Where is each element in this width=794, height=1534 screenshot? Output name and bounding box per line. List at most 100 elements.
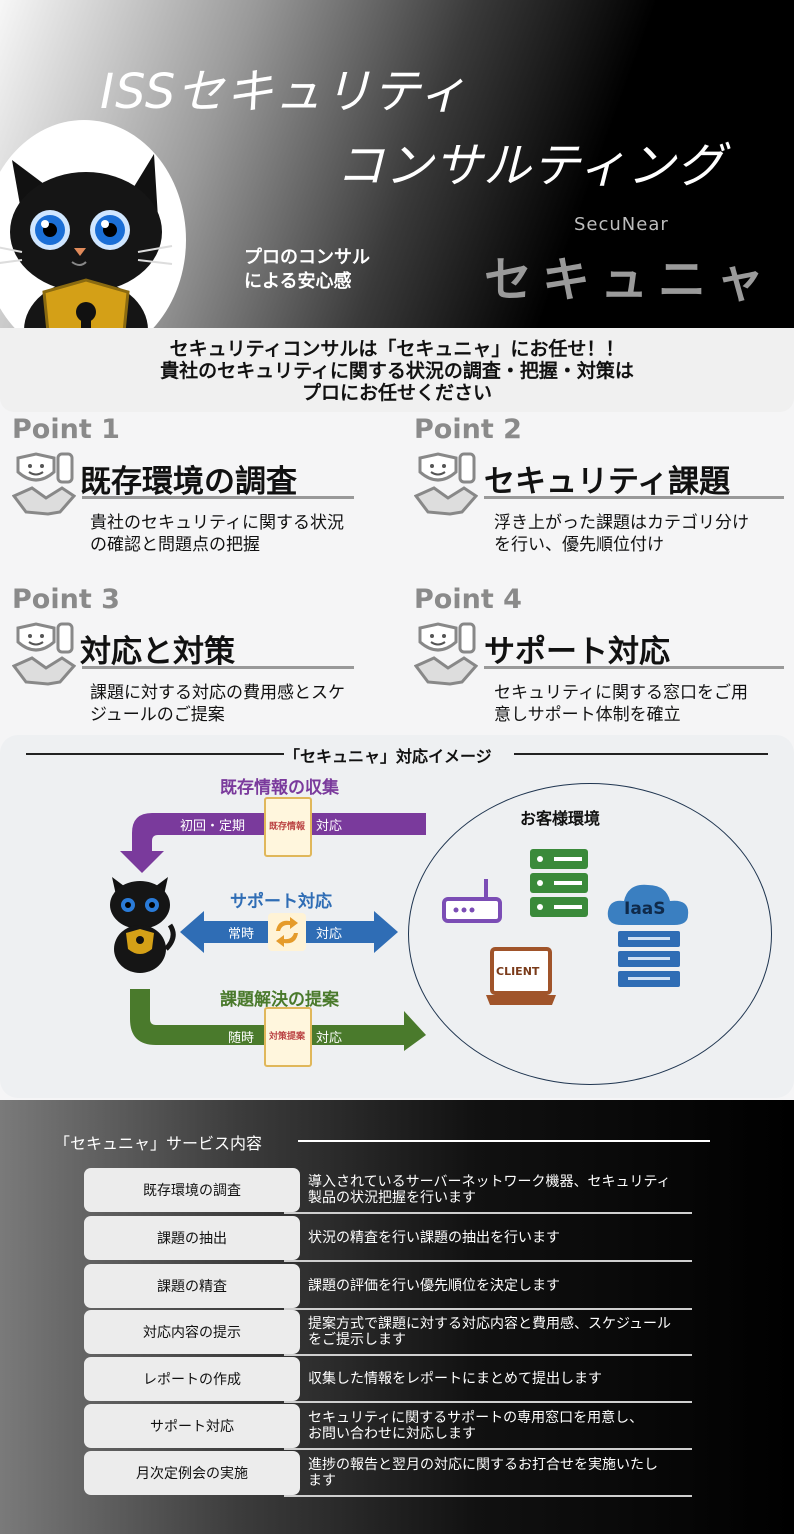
banner-line1: セキュリティコンサルは「セキュニャ」にお任せ！！	[169, 338, 625, 360]
customer-environment-circle	[408, 783, 772, 1085]
service-description: セキュリティに関するサポートの専用窓口を用意し、お問い合わせに対応します	[308, 1404, 692, 1448]
point-desc-line2: を行い、優先順位付け	[494, 535, 664, 555]
client-label: CLIENT	[496, 965, 540, 978]
service-desc-line1: 状況の精査を行い課題の抽出を行います	[308, 1230, 560, 1246]
point-title: セキュリティ課題	[484, 464, 731, 500]
point-divider	[82, 496, 354, 499]
heading-rule-right	[514, 753, 768, 755]
point-card: Point 1 既存環境の調査 貴社のセキュリティに関する状況 の確認と問題点の…	[12, 414, 392, 564]
service-desc-line1: セキュリティに関するサポートの専用窓口を用意し、	[308, 1410, 644, 1426]
document-icon	[264, 797, 312, 857]
point-card: Point 3 対応と対策 課題に対する対応の費用感とスケ ジュールのご提案	[12, 584, 392, 734]
point-desc-line2: の確認と問題点の把握	[90, 535, 260, 555]
point-description: 浮き上がった課題はカテゴリ分け を行い、優先順位付け	[494, 512, 749, 556]
arrow-left-purple-icon	[120, 813, 426, 873]
service-row: サポート対応 セキュリティに関するサポートの専用窓口を用意し、お問い合わせに対応…	[84, 1404, 692, 1450]
service-desc-line2: ます	[308, 1473, 336, 1489]
flow-title-collection: 既存情報の収集	[220, 778, 339, 798]
flow2-left-label: 常時	[228, 927, 255, 942]
point-divider	[82, 666, 354, 669]
tagline-line1: プロのコンサル	[244, 247, 370, 268]
service-name: サポート対応	[84, 1404, 300, 1448]
service-row: レポートの作成 収集した情報をレポートにまとめて提出します	[84, 1357, 692, 1403]
point-description: 貴社のセキュリティに関する状況 の確認と問題点の把握	[90, 512, 344, 556]
service-row: 月次定例会の実施 進捗の報告と翌月の対応に関するお打合せを実施いたします	[84, 1451, 692, 1497]
cat-mascot-icon	[0, 154, 173, 330]
service-name: 既存環境の調査	[84, 1168, 300, 1212]
point-title: サポート対応	[484, 634, 670, 670]
service-desc-line1: 提案方式で課題に対する対応内容と費用感、スケジュール	[308, 1316, 672, 1332]
point-desc-line1: 浮き上がった課題はカテゴリ分け	[494, 513, 749, 533]
service-description: 提案方式で課題に対する対応内容と費用感、スケジュールをご提示します	[308, 1310, 692, 1354]
doc-label-proposal: 対策提案	[268, 1032, 305, 1042]
point-desc-line2: 意しサポート体制を確立	[494, 705, 681, 725]
row-divider	[284, 1448, 692, 1450]
point-desc-line1: 貴社のセキュリティに関する状況	[90, 513, 344, 533]
row-divider	[284, 1495, 692, 1497]
handshake-shield-icon	[12, 452, 76, 516]
arrow-right-green-icon	[130, 989, 426, 1051]
service-desc-line2: をご提示します	[308, 1332, 406, 1348]
point-desc-line1: セキュリティに関する窓口をご用	[494, 683, 748, 703]
point-desc-line2: ジュールのご提案	[90, 705, 225, 725]
flow3-right-label: 対応	[316, 1031, 343, 1046]
point-description: 課題に対する対応の費用感とスケ ジュールのご提案	[90, 682, 345, 726]
cloud-label: IaaS	[624, 899, 666, 919]
service-heading-rule	[298, 1140, 710, 1142]
banner-line3: プロにお任せください	[301, 382, 492, 404]
point-label: Point 3	[12, 584, 120, 615]
service-section: 「セキュニャ」サービス内容 既存環境の調査 導入されているサーバーネットワーク機…	[0, 1100, 794, 1534]
row-divider	[284, 1212, 692, 1214]
service-heading: 「セキュニャ」サービス内容	[54, 1134, 263, 1153]
cat-mascot-small-icon	[110, 877, 176, 973]
environment-title: お客様環境	[520, 809, 601, 828]
service-description: 状況の精査を行い課題の抽出を行います	[308, 1216, 692, 1260]
point-label: Point 1	[12, 414, 120, 445]
service-row: 対応内容の提示 提案方式で課題に対する対応内容と費用感、スケジュールをご提示しま…	[84, 1310, 692, 1356]
handshake-shield-icon	[12, 622, 76, 686]
row-divider	[284, 1401, 692, 1403]
flow-title-support: サポート対応	[230, 892, 332, 912]
handshake-shield-icon	[414, 622, 478, 686]
doc-label-existing: 既存情報	[268, 822, 305, 832]
service-description: 導入されているサーバーネットワーク機器、セキュリティ製品の状況把握を行います	[308, 1168, 692, 1212]
banner-line2: 貴社のセキュリティに関する状況の調査・把握・対策は	[160, 360, 634, 382]
point-card: Point 2 セキュリティ課題 浮き上がった課題はカテゴリ分け を行い、優先順…	[414, 414, 794, 564]
brand-subtitle: SecuNear	[574, 214, 669, 235]
section-heading: 「セキュニャ」対応イメージ	[284, 747, 492, 766]
response-image-section: 「セキュニャ」対応イメージ 既存情報の収集 初回・定期 対応 既存情報 サポート…	[0, 735, 794, 1098]
sync-icon	[268, 913, 306, 951]
handshake-shield-icon	[414, 452, 478, 516]
service-name: 課題の精査	[84, 1264, 300, 1308]
client-laptop-icon	[486, 947, 556, 1005]
service-name: 月次定例会の実施	[84, 1451, 300, 1495]
service-desc-line2: お問い合わせに対応します	[308, 1426, 476, 1442]
intro-banner: セキュリティコンサルは「セキュニャ」にお任せ！！ 貴社のセキュリティに関する状況…	[0, 328, 794, 412]
flow2-right-label: 対応	[316, 927, 343, 942]
service-row: 課題の抽出 状況の精査を行い課題の抽出を行います	[84, 1216, 692, 1262]
flow1-left-label: 初回・定期	[180, 819, 246, 834]
brand-name: セキュニャ	[484, 252, 775, 308]
service-desc-line1: 導入されているサーバーネットワーク機器、セキュリティ	[308, 1174, 671, 1190]
cat-mascot-circle	[0, 120, 186, 330]
service-name: レポートの作成	[84, 1357, 300, 1401]
row-divider	[284, 1354, 692, 1356]
hero-tagline: プロのコンサル による安心感	[244, 246, 370, 294]
point-title: 対応と対策	[80, 634, 235, 670]
service-desc-line1: 進捗の報告と翌月の対応に関するお打合せを実施いたし	[308, 1457, 658, 1473]
service-description: 課題の評価を行い優先順位を決定します	[308, 1264, 692, 1308]
cloud-server-icon	[607, 884, 689, 987]
flow-title-proposal: 課題解決の提案	[220, 990, 339, 1010]
service-name: 課題の抽出	[84, 1216, 300, 1260]
service-description: 進捗の報告と翌月の対応に関するお打合せを実施いたします	[308, 1451, 692, 1495]
flow3-left-label: 随時	[228, 1031, 255, 1046]
point-label: Point 4	[414, 584, 522, 615]
service-desc-line2: 製品の状況把握を行います	[308, 1190, 476, 1206]
flow1-right-label: 対応	[316, 819, 343, 834]
service-desc-line1: 課題の評価を行い優先順位を決定します	[308, 1278, 560, 1294]
row-divider	[284, 1308, 692, 1310]
router-icon	[442, 879, 502, 923]
point-card: Point 4 サポート対応 セキュリティに関する窓口をご用 意しサポート体制を…	[414, 584, 794, 734]
service-name: 対応内容の提示	[84, 1310, 300, 1354]
points-section: Point 1 既存環境の調査 貴社のセキュリティに関する状況 の確認と問題点の…	[0, 412, 794, 734]
